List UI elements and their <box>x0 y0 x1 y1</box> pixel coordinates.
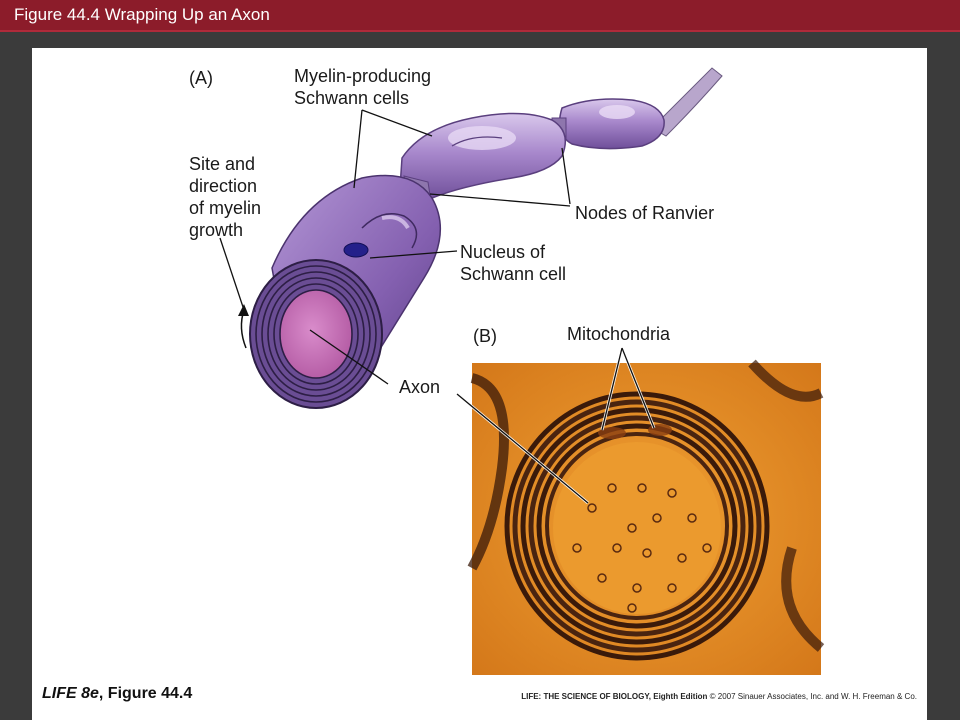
panel-a-label: (A) <box>189 68 213 88</box>
label-mitochondria: Mitochondria <box>567 324 671 344</box>
panel-b-label: (B) <box>473 326 497 346</box>
title-bar: Figure 44.4 Wrapping Up an Axon <box>0 0 960 32</box>
footer-credit-title: LIFE: THE SCIENCE OF BIOLOGY, Eighth Edi… <box>521 692 708 701</box>
label-site-2: direction <box>189 176 257 196</box>
label-nucleus-1: Nucleus of <box>460 242 546 262</box>
schwann-cell-small <box>558 98 665 150</box>
label-site-1: Site and <box>189 154 255 174</box>
label-schwann-2: Schwann cells <box>294 88 409 108</box>
footer-book-title: LIFE 8e <box>42 685 99 702</box>
label-nodes: Nodes of Ranvier <box>575 203 714 223</box>
axon-tail <box>651 67 723 137</box>
mitochondrion-1 <box>598 427 626 439</box>
label-nucleus-2: Schwann cell <box>460 264 566 284</box>
leader-lines-a <box>219 109 571 385</box>
microtubules <box>572 483 712 613</box>
label-site-3: of myelin <box>189 198 261 218</box>
footer-figure-ref: LIFE 8e, Figure 44.4 <box>42 685 192 703</box>
figure-diagram: (A) Myelin-producing Schwann cells Site … <box>189 66 825 675</box>
label-axon: Axon <box>399 377 440 397</box>
electron-micrograph <box>467 359 825 675</box>
slide-title: Figure 44.4 Wrapping Up an Axon <box>14 5 270 24</box>
footer-credit: LIFE: THE SCIENCE OF BIOLOGY, Eighth Edi… <box>521 692 917 701</box>
footer-figure-number: , Figure 44.4 <box>98 685 193 702</box>
leader-lines-b <box>456 347 655 504</box>
schwann-nucleus <box>343 242 369 258</box>
label-schwann-1: Myelin-producing <box>294 66 431 86</box>
label-site-4: growth <box>189 220 243 240</box>
myelin-sheath-cylinder <box>249 174 442 409</box>
schwann-cell-middle <box>399 112 567 202</box>
slide-canvas: (A) Myelin-producing Schwann cells Site … <box>32 48 927 720</box>
footer-credit-copyright: © 2007 Sinauer Associates, Inc. and W. H… <box>707 692 917 701</box>
